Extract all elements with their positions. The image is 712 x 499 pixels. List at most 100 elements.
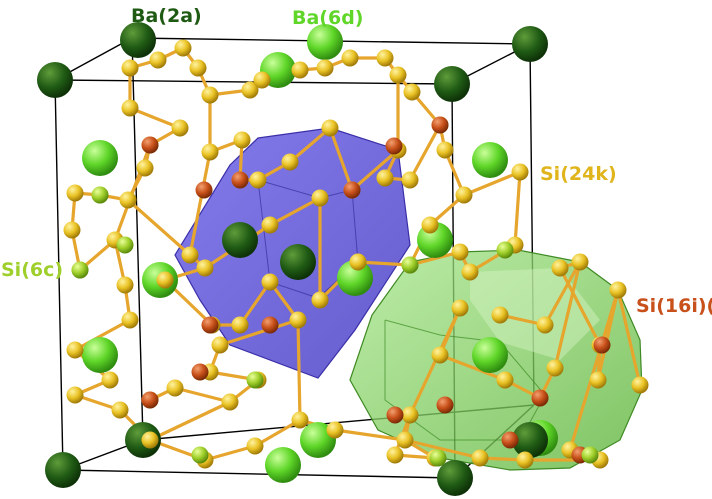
ba-2a-atom: [37, 62, 73, 98]
si-24k-atom: [171, 119, 189, 137]
si-16i-atom: [141, 136, 159, 154]
si-24k-atom: [316, 59, 334, 77]
si-si-bond: [173, 386, 232, 404]
ba-6d-atom: [82, 140, 118, 176]
si-si-bond: [513, 170, 522, 247]
si-24k-atom: [221, 393, 239, 411]
si-24k-atom: [376, 169, 394, 187]
si-si-bond: [296, 318, 302, 422]
si-24k-atom: [311, 189, 329, 207]
label-si-24k: Si(24k): [540, 163, 617, 185]
si-24k-atom: [289, 311, 307, 329]
si-si-bond: [558, 266, 602, 347]
si-24k-atom: [196, 259, 214, 277]
si-16i-atom: [531, 389, 549, 407]
si-24k-atom: [451, 243, 469, 261]
si-24k-atom: [233, 131, 251, 149]
ba-6d-atom: [307, 24, 343, 60]
si-24k-atom: [246, 437, 264, 455]
si-24k-atom: [386, 446, 404, 464]
si-24k-atom: [174, 39, 192, 57]
si-24k-atom: [326, 421, 344, 439]
si-16i-atom: [195, 181, 213, 199]
si-24k-atom: [401, 171, 419, 189]
si-24k-atom: [403, 83, 421, 101]
si-16i-atom: [141, 391, 159, 409]
si-si-bond: [203, 444, 257, 462]
si-24k-atom: [551, 259, 569, 277]
si-si-bond: [333, 428, 407, 442]
ba-2a-atom: [222, 222, 258, 258]
si-24k-atom: [421, 216, 439, 234]
si-si-bond: [408, 123, 442, 182]
si-si-bond: [568, 288, 620, 452]
si-si-bond: [253, 418, 302, 448]
si-6c-atom: [401, 256, 419, 274]
si-si-bond: [408, 250, 462, 267]
si-si-bond: [438, 306, 462, 357]
si-si-bond: [128, 106, 182, 130]
si-si-bond: [328, 126, 354, 192]
si-24k-atom: [66, 341, 84, 359]
si-16i-atom: [385, 137, 403, 155]
si-si-bond: [616, 288, 642, 387]
si-24k-atom: [66, 184, 84, 202]
si-6c-atom: [581, 446, 599, 464]
si-24k-atom: [389, 66, 407, 84]
si-6c-atom: [429, 449, 447, 467]
si-24k-atom: [201, 143, 219, 161]
si-16i-atom: [386, 406, 404, 424]
si-24k-atom: [311, 291, 329, 309]
si-6c-atom: [91, 186, 109, 204]
si-16i-atom: [261, 316, 279, 334]
si-si-bond: [350, 148, 400, 192]
si-24k-atom: [201, 86, 219, 104]
si-24k-atom: [349, 253, 367, 271]
si-24k-atom: [431, 346, 449, 364]
si-6c-atom: [116, 236, 134, 254]
si-24k-atom: [291, 61, 309, 79]
si-24k-atom: [253, 71, 271, 89]
si-24k-atom: [436, 141, 454, 159]
si-24k-atom: [631, 376, 649, 394]
ba-2a-atom: [437, 460, 473, 496]
si-si-bond: [438, 353, 507, 382]
si-24k-atom: [141, 431, 159, 449]
si-16i-atom: [436, 396, 454, 414]
si-si-bond: [218, 318, 300, 347]
si-24k-atom: [261, 273, 279, 291]
si-24k-atom: [101, 371, 119, 389]
si-si-bond: [238, 280, 272, 327]
si-24k-atom: [121, 59, 139, 77]
si-24k-atom: [189, 59, 207, 77]
si-24k-atom: [281, 153, 299, 171]
si-24k-atom: [121, 311, 139, 329]
si-24k-atom: [516, 451, 534, 469]
si-si-bond: [543, 260, 582, 327]
ba-6d-atom: [472, 142, 508, 178]
si-si-bond: [356, 260, 412, 267]
ba-2a-atom: [45, 452, 81, 488]
ba-6d-atom: [472, 337, 508, 373]
label-ba-6d: Ba(6d): [292, 7, 364, 29]
si-24k-atom: [609, 281, 627, 299]
si-24k-atom: [63, 221, 81, 239]
ba-6d-atom: [82, 337, 118, 373]
ba-6d-atom: [337, 260, 373, 296]
si-si-bond: [288, 126, 332, 164]
si-24k-atom: [471, 449, 489, 467]
si-24k-atom: [116, 276, 134, 294]
ba-2a-atom: [512, 26, 548, 62]
si-si-bond: [188, 150, 212, 257]
si-24k-atom: [451, 299, 469, 317]
si-si-bond: [126, 198, 192, 257]
si-16i-atom: [343, 181, 361, 199]
si-24k-atom: [149, 51, 167, 69]
si-si-bond: [73, 318, 132, 352]
si-24k-atom: [136, 159, 154, 177]
si-24k-atom: [156, 271, 174, 289]
ba-2a-atom: [280, 244, 316, 280]
si-24k-atom: [166, 379, 184, 397]
si-24k-atom: [401, 406, 419, 424]
